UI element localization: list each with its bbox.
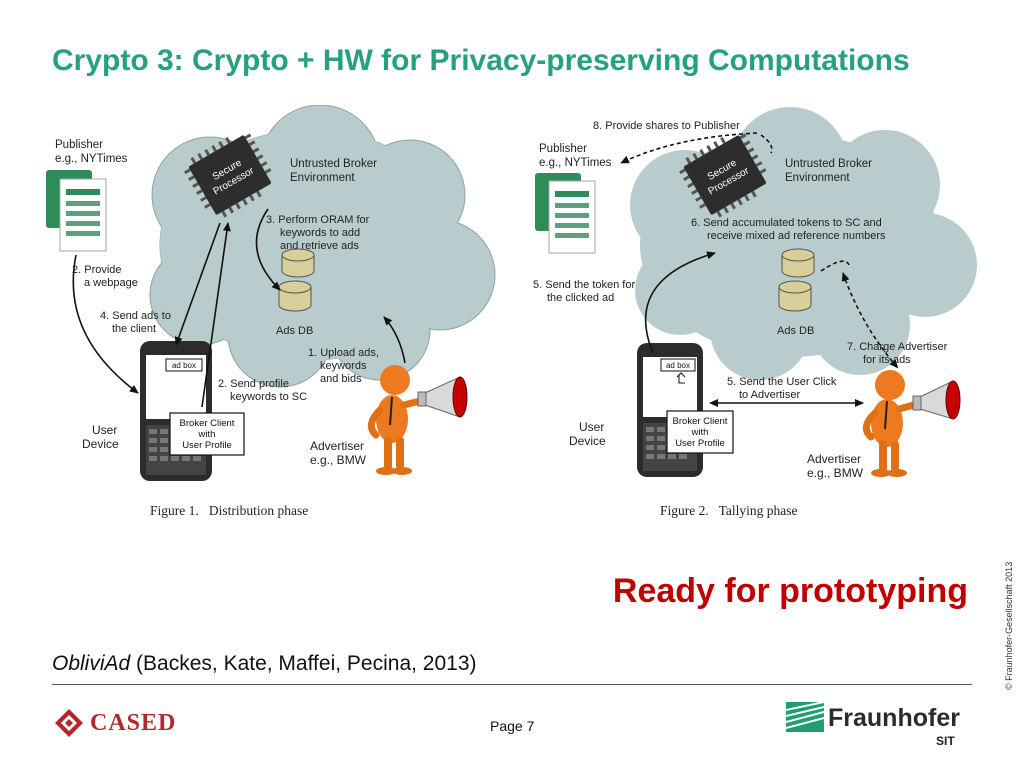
advertiser-label-1: Advertiser — [807, 452, 861, 466]
arrow-send-ads — [174, 222, 221, 346]
arrow-db-to-top — [820, 260, 850, 272]
arrow-send-token — [644, 251, 716, 354]
ads-db-icon — [778, 248, 815, 312]
citation-title: ObliviAd — [52, 652, 131, 675]
footer-divider — [52, 684, 972, 685]
cased-logo: CASED — [54, 706, 176, 740]
step5-click-line-2: to Advertiser — [739, 389, 800, 401]
arrow-upload-ads — [383, 316, 406, 364]
step6-line-1: 6. Send accumulated tokens to SC and — [691, 217, 882, 229]
broker-client-line-1: Broker Client — [673, 416, 728, 427]
user-device-label-1: User — [579, 420, 604, 434]
step4-line-1: 4. Send ads to — [100, 310, 171, 322]
cloud-broker-environment — [630, 107, 977, 380]
step1-line-3: and bids — [320, 373, 362, 385]
step3-line-2: keywords to add — [280, 227, 360, 239]
step3-line-1: 3. Perform ORAM for — [266, 214, 370, 226]
broker-client-line-3: User Profile — [182, 440, 232, 451]
page-number: Page 7 — [490, 718, 535, 734]
sit-label: SIT — [936, 734, 955, 748]
secure-processor-chip-icon: Secure Processor — [679, 133, 767, 218]
ad-box-label: ad box — [172, 361, 196, 370]
advertiser-label-2: e.g., BMW — [310, 453, 367, 467]
ads-db-label: Ads DB — [777, 325, 814, 337]
advertiser-figure-icon — [367, 365, 436, 475]
advertiser-figure-icon — [862, 370, 929, 477]
fraunhofer-logo-text: Fraunhofer — [828, 704, 960, 732]
broker-client-line-2: with — [691, 427, 709, 438]
figure-1-distribution-phase: Secure Processor Untrusted Broker Enviro… — [46, 105, 496, 518]
advertiser-label-1: Advertiser — [310, 439, 364, 453]
step2-provide-line-1: 2. Provide — [72, 264, 122, 276]
broker-client-line-3: User Profile — [675, 438, 725, 449]
arrow-provide-shares-tail — [760, 134, 773, 154]
cursor-icon — [676, 372, 686, 384]
ad-box — [660, 358, 696, 372]
user-device-label-2: Device — [569, 434, 606, 448]
figure-1-caption: Figure 1. Distribution phase — [150, 503, 308, 518]
figure-2-tallying-phase: Secure Processor Untrusted Broker Enviro… — [533, 107, 977, 518]
broker-client-line-1: Broker Client — [180, 418, 235, 429]
publisher-document-icon — [535, 173, 596, 254]
user-device-label-1: User — [92, 423, 117, 437]
step1-line-1: 1. Upload ads, — [308, 347, 379, 359]
arrow-profile-keywords — [201, 222, 231, 408]
megaphone-icon — [912, 380, 961, 420]
cased-diamond-icon — [55, 709, 83, 737]
arrow-oram-ads-db — [255, 208, 281, 291]
copyright-text: © Fraunhofer-Gesellschaft 2013 — [1004, 561, 1014, 690]
arrow-provide-shares — [620, 132, 758, 164]
step4-line-2: the client — [112, 323, 156, 335]
publisher-document-icon — [46, 170, 107, 252]
user-device-label-2: Device — [82, 437, 119, 451]
fraunhofer-stripes-icon — [786, 702, 824, 732]
broker-client-box — [666, 410, 734, 454]
citation-authors: (Backes, Kate, Maffei, Pecina, 2013) — [130, 652, 477, 675]
copyright-vertical: © Fraunhofer-Gesellschaft 2013 — [992, 540, 1014, 690]
broker-client-box — [169, 412, 245, 456]
megaphone-icon — [417, 376, 468, 418]
step1-line-2: keywords — [320, 360, 367, 372]
publisher-label-2: e.g., NYTimes — [55, 153, 128, 165]
secure-processor-chip-icon: Secure Processor — [184, 133, 272, 218]
ads-db-label: Ads DB — [276, 325, 313, 337]
step5-token-line-1: 5. Send the token for — [533, 279, 635, 291]
ad-box-label: ad box — [666, 361, 690, 370]
publisher-label-1: Publisher — [55, 139, 103, 151]
step5-token-line-2: the clicked ad — [547, 292, 614, 304]
step7-line-1: 7. Charge Advertiser — [847, 341, 948, 353]
advertiser-label-2: e.g., BMW — [807, 466, 864, 480]
broker-env-label-2: Environment — [785, 172, 850, 184]
cased-logo-text: CASED — [90, 709, 177, 736]
step5-click-line-1: 5. Send the User Click — [727, 376, 837, 388]
slide-title: Crypto 3: Crypto + HW for Privacy-preser… — [52, 44, 910, 77]
step8-label: 8. Provide shares to Publisher — [593, 120, 740, 132]
ready-for-prototyping: Ready for prototyping — [612, 572, 968, 610]
broker-env-label-2: Environment — [290, 172, 355, 184]
step6-line-2: receive mixed ad reference numbers — [707, 230, 886, 242]
citation: ObliviAd (Backes, Kate, Maffei, Pecina, … — [52, 652, 477, 676]
publisher-label-2: e.g., NYTimes — [539, 157, 612, 169]
broker-client-line-2: with — [198, 429, 216, 440]
arrow-provide-webpage — [72, 254, 139, 394]
step2-profile-line-1: 2. Send profile — [218, 378, 289, 390]
step2-profile-line-2: keywords to SC — [230, 391, 307, 403]
broker-env-label-1: Untrusted Broker — [290, 158, 377, 170]
figure-2-caption: Figure 2. Tallying phase — [660, 503, 798, 518]
publisher-label-1: Publisher — [539, 143, 587, 155]
broker-env-label-1: Untrusted Broker — [785, 158, 872, 170]
ad-box — [165, 358, 203, 372]
step2-provide-line-2: a webpage — [84, 277, 138, 289]
